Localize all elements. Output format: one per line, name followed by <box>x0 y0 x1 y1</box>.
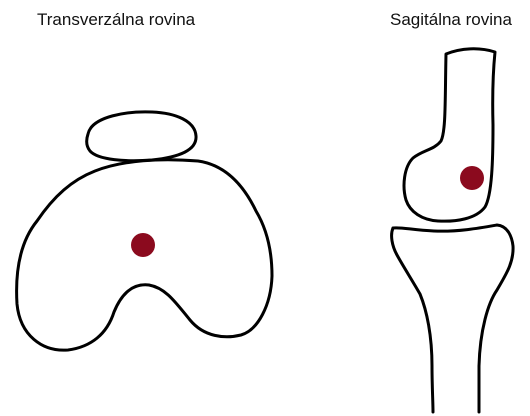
patella-outline <box>87 112 196 161</box>
sagittal-center-marker <box>460 166 484 190</box>
transverse-center-marker <box>131 233 155 257</box>
tibia-outline <box>392 225 513 412</box>
femur-outline <box>404 49 495 221</box>
